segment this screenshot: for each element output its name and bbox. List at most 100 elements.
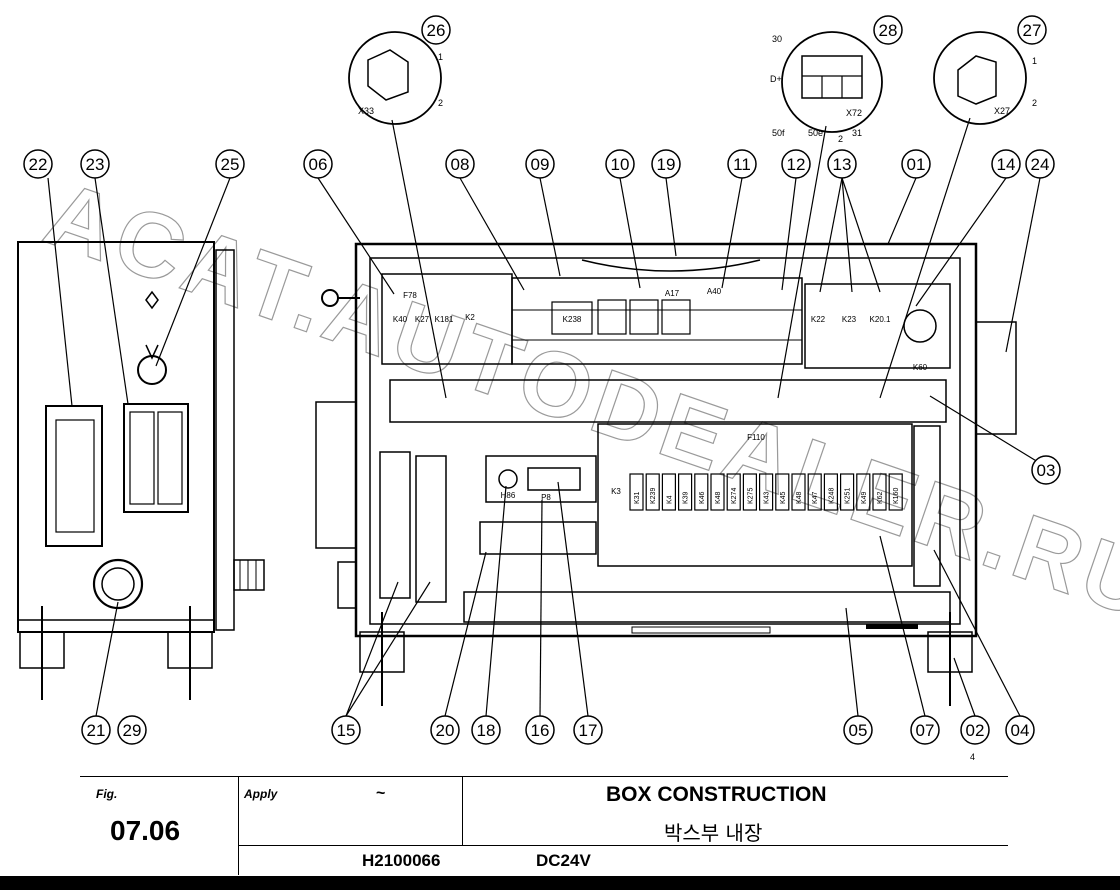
bottom-border	[0, 876, 1120, 890]
label-k27: K27	[415, 315, 430, 324]
apply-value: ~	[376, 785, 386, 802]
label-k60: K60	[913, 363, 928, 372]
label-x27-pin1: 1	[1032, 56, 1037, 66]
label-x72-31: 31	[852, 128, 862, 138]
relay-box	[839, 473, 855, 511]
model-number: H2100066	[362, 851, 441, 870]
relay-box	[645, 473, 660, 511]
callout-12-circle	[781, 149, 811, 179]
connector-details	[348, 31, 1027, 133]
relay-label: K251	[845, 488, 852, 504]
relay-label: K47	[812, 491, 819, 504]
callout-26-circle	[421, 15, 451, 45]
relay-label: K39	[683, 491, 690, 504]
callout-24: 24	[1031, 155, 1050, 174]
label-x33: X33	[358, 106, 374, 116]
relay-box	[775, 473, 790, 511]
relay-label: K48	[796, 491, 803, 504]
callout-23-circle	[80, 149, 110, 179]
callout-11-circle	[727, 149, 757, 179]
label-x72: X72	[846, 108, 862, 118]
title-block-hline-1	[462, 845, 1008, 846]
label-x72-dplus: D+	[770, 74, 782, 84]
callout-21: 21	[87, 721, 106, 740]
label-k3: K3	[611, 487, 621, 496]
relay-box	[726, 473, 741, 511]
callout-10: 10	[611, 155, 630, 174]
callout-27-circle	[1017, 15, 1047, 45]
callout-28: 28	[879, 21, 898, 40]
relay-label: K62	[877, 491, 884, 504]
callout-16-circle	[525, 715, 555, 745]
callout-01: 01	[907, 155, 926, 174]
title-ko: 박스부 내장	[664, 821, 763, 845]
fig-number: 07.06	[110, 815, 181, 846]
fig-label: Fig.	[96, 787, 118, 801]
callout-14: 14	[997, 155, 1016, 174]
relay-label: K239	[650, 488, 657, 504]
relay-label: K46	[699, 491, 706, 504]
sub-label-02: 4	[970, 752, 975, 762]
callout-25: 25	[221, 155, 240, 174]
title-en: BOX CONSTRUCTION	[606, 783, 827, 806]
relay-label: K248	[828, 488, 835, 504]
label-x33-pin1: 1	[438, 52, 443, 62]
leader-lines	[47, 117, 1041, 717]
relay-box	[758, 473, 774, 511]
callout-13-circle	[827, 149, 857, 179]
label-a17: A17	[665, 289, 680, 298]
connector-labels: X33 1 2 X27 1 2 X72 30 D+ 50f 50e 2 31	[358, 34, 1037, 144]
label-x72-50e: 50e	[808, 128, 823, 138]
relay-box	[742, 473, 758, 511]
callout-11: 11	[733, 155, 751, 174]
voltage: DC24V	[536, 851, 591, 870]
callout-02-circle	[960, 715, 990, 745]
callout-19: 19	[657, 155, 676, 174]
callout-09: 09	[531, 155, 550, 174]
callout-02: 02	[966, 721, 985, 740]
label-k181: K181	[435, 315, 454, 324]
relay-box	[629, 473, 644, 511]
label-k22: K22	[811, 315, 826, 324]
relay-box	[872, 473, 887, 511]
relay-label: K4	[666, 495, 673, 504]
label-k238: K238	[563, 315, 582, 324]
callout-21-circle	[81, 715, 111, 745]
label-x33-pin2: 2	[438, 98, 443, 108]
callout-12: 12	[787, 155, 806, 174]
callout-26: 26	[427, 21, 446, 40]
title-block-divider-2	[462, 777, 463, 845]
callout-10-circle	[605, 149, 635, 179]
label-x27: X27	[994, 106, 1010, 116]
callout-29-circle	[117, 715, 147, 745]
callout-18: 18	[477, 721, 496, 740]
label-k2: K2	[465, 313, 475, 322]
relay-box	[823, 473, 839, 511]
watermark: ACAT.AUTODEALER.RU	[33, 162, 1120, 639]
relay-label: K43	[764, 491, 771, 504]
relay-label: K160	[893, 488, 900, 504]
label-x27-pin2: 2	[1032, 98, 1037, 108]
title-block: Fig. 07.06 Apply ~ BOX CONSTRUCTION 박스부 …	[80, 776, 1008, 875]
relay-box	[856, 473, 871, 511]
relay-box	[677, 473, 693, 511]
callout-22-circle	[23, 149, 53, 179]
callout-01-circle	[901, 149, 931, 179]
relay-label: K45	[780, 491, 787, 504]
callout-13: 13	[833, 155, 852, 174]
callout-15: 15	[337, 721, 356, 740]
callout-17: 17	[579, 721, 598, 740]
callout-20-circle	[430, 715, 460, 745]
label-a40: A40	[707, 287, 722, 296]
callout-23: 23	[86, 155, 105, 174]
label-k23: K23	[842, 315, 857, 324]
apply-label: Apply	[244, 787, 278, 801]
callout-16: 16	[531, 721, 550, 740]
front-view	[315, 242, 1017, 706]
callout-05-circle	[843, 715, 873, 745]
callout-22: 22	[29, 155, 48, 174]
callout-18-circle	[471, 715, 501, 745]
callout-06: 06	[309, 155, 328, 174]
